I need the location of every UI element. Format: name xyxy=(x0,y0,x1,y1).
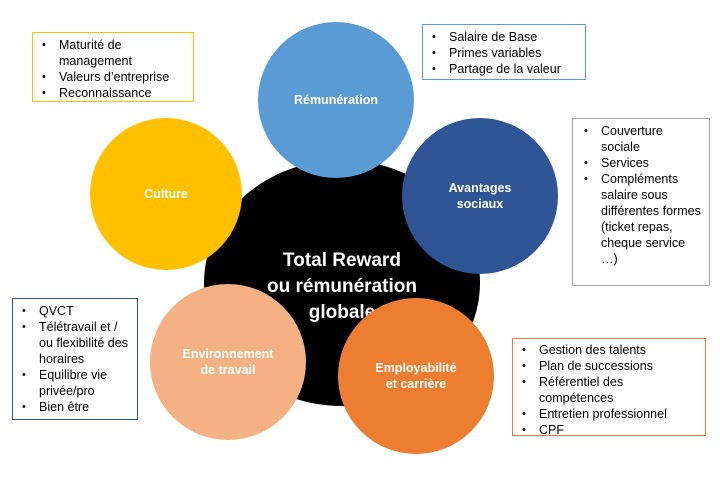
list-item: Primes variables xyxy=(429,45,579,61)
node-remuneration-label: Rémunération xyxy=(293,93,379,107)
center-title-line3: globale xyxy=(308,302,376,323)
list-item: Equilibre vie privée/pro xyxy=(19,367,131,399)
box-remuneration: Salaire de Base Primes variables Partage… xyxy=(422,24,586,80)
node-avantages-line1: Avantages xyxy=(448,181,512,195)
list-item: Gestion des talents xyxy=(519,342,699,358)
list-item: Entretien professionnel xyxy=(519,406,699,422)
box-environnement-list: QVCT Télétravail et / ou flexibilité des… xyxy=(19,303,131,415)
list-item: Télétravail et / ou flexibilité des hora… xyxy=(19,319,131,367)
node-employabilite-line1: Employabilité xyxy=(375,361,457,375)
center-title-line2: ou rémunération xyxy=(267,276,417,297)
box-employabilite-list: Gestion des talents Plan de successions … xyxy=(519,342,699,438)
node-employabilite-label: Employabilité et carrière xyxy=(375,360,456,392)
center-title: Total Reward ou rémunération globale xyxy=(267,240,417,326)
node-employabilite: Employabilité et carrière xyxy=(338,298,494,454)
box-avantages-sociaux: Couverture sociale Services Compléments … xyxy=(572,118,710,286)
node-culture-label: Culture xyxy=(144,187,188,201)
node-environnement-line1: Environnement xyxy=(182,347,274,361)
list-item: Partage de la valeur xyxy=(429,61,579,77)
box-culture: Maturité de management Valeurs d’entrepr… xyxy=(32,32,194,102)
box-remuneration-list: Salaire de Base Primes variables Partage… xyxy=(429,29,579,77)
node-remuneration: Rémunération xyxy=(258,22,414,178)
list-item: Reconnaissance xyxy=(39,85,187,101)
node-avantages-line2: sociaux xyxy=(456,197,504,211)
list-item: CPF xyxy=(519,422,699,438)
list-item: Référentiel des compétences xyxy=(519,374,699,406)
list-item: Couverture sociale xyxy=(581,123,703,155)
box-environnement: QVCT Télétravail et / ou flexibilité des… xyxy=(12,298,138,420)
list-item: QVCT xyxy=(19,303,131,319)
box-culture-list: Maturité de management Valeurs d’entrepr… xyxy=(39,37,187,101)
node-environnement-label: Environnement de travail xyxy=(183,346,274,378)
list-item: Maturité de management xyxy=(39,37,187,69)
center-title-line1: Total Reward xyxy=(283,250,401,271)
node-environnement-line2: de travail xyxy=(200,363,256,377)
box-avantages-list: Couverture sociale Services Compléments … xyxy=(581,123,703,267)
list-item: Plan de successions xyxy=(519,358,699,374)
list-item: Compléments salaire sous différentes for… xyxy=(581,171,703,267)
list-item: Services xyxy=(581,155,703,171)
node-environnement: Environnement de travail xyxy=(150,284,306,440)
list-item: Salaire de Base xyxy=(429,29,579,45)
list-item: Bien être xyxy=(19,399,131,415)
list-item: Valeurs d’entreprise xyxy=(39,69,187,85)
node-employabilite-line2: et carrière xyxy=(385,377,447,391)
node-avantages-sociaux: Avantages sociaux xyxy=(402,118,558,274)
node-culture: Culture xyxy=(90,118,242,270)
box-employabilite: Gestion des talents Plan de successions … xyxy=(512,338,706,438)
node-avantages-label: Avantages sociaux xyxy=(449,180,512,212)
